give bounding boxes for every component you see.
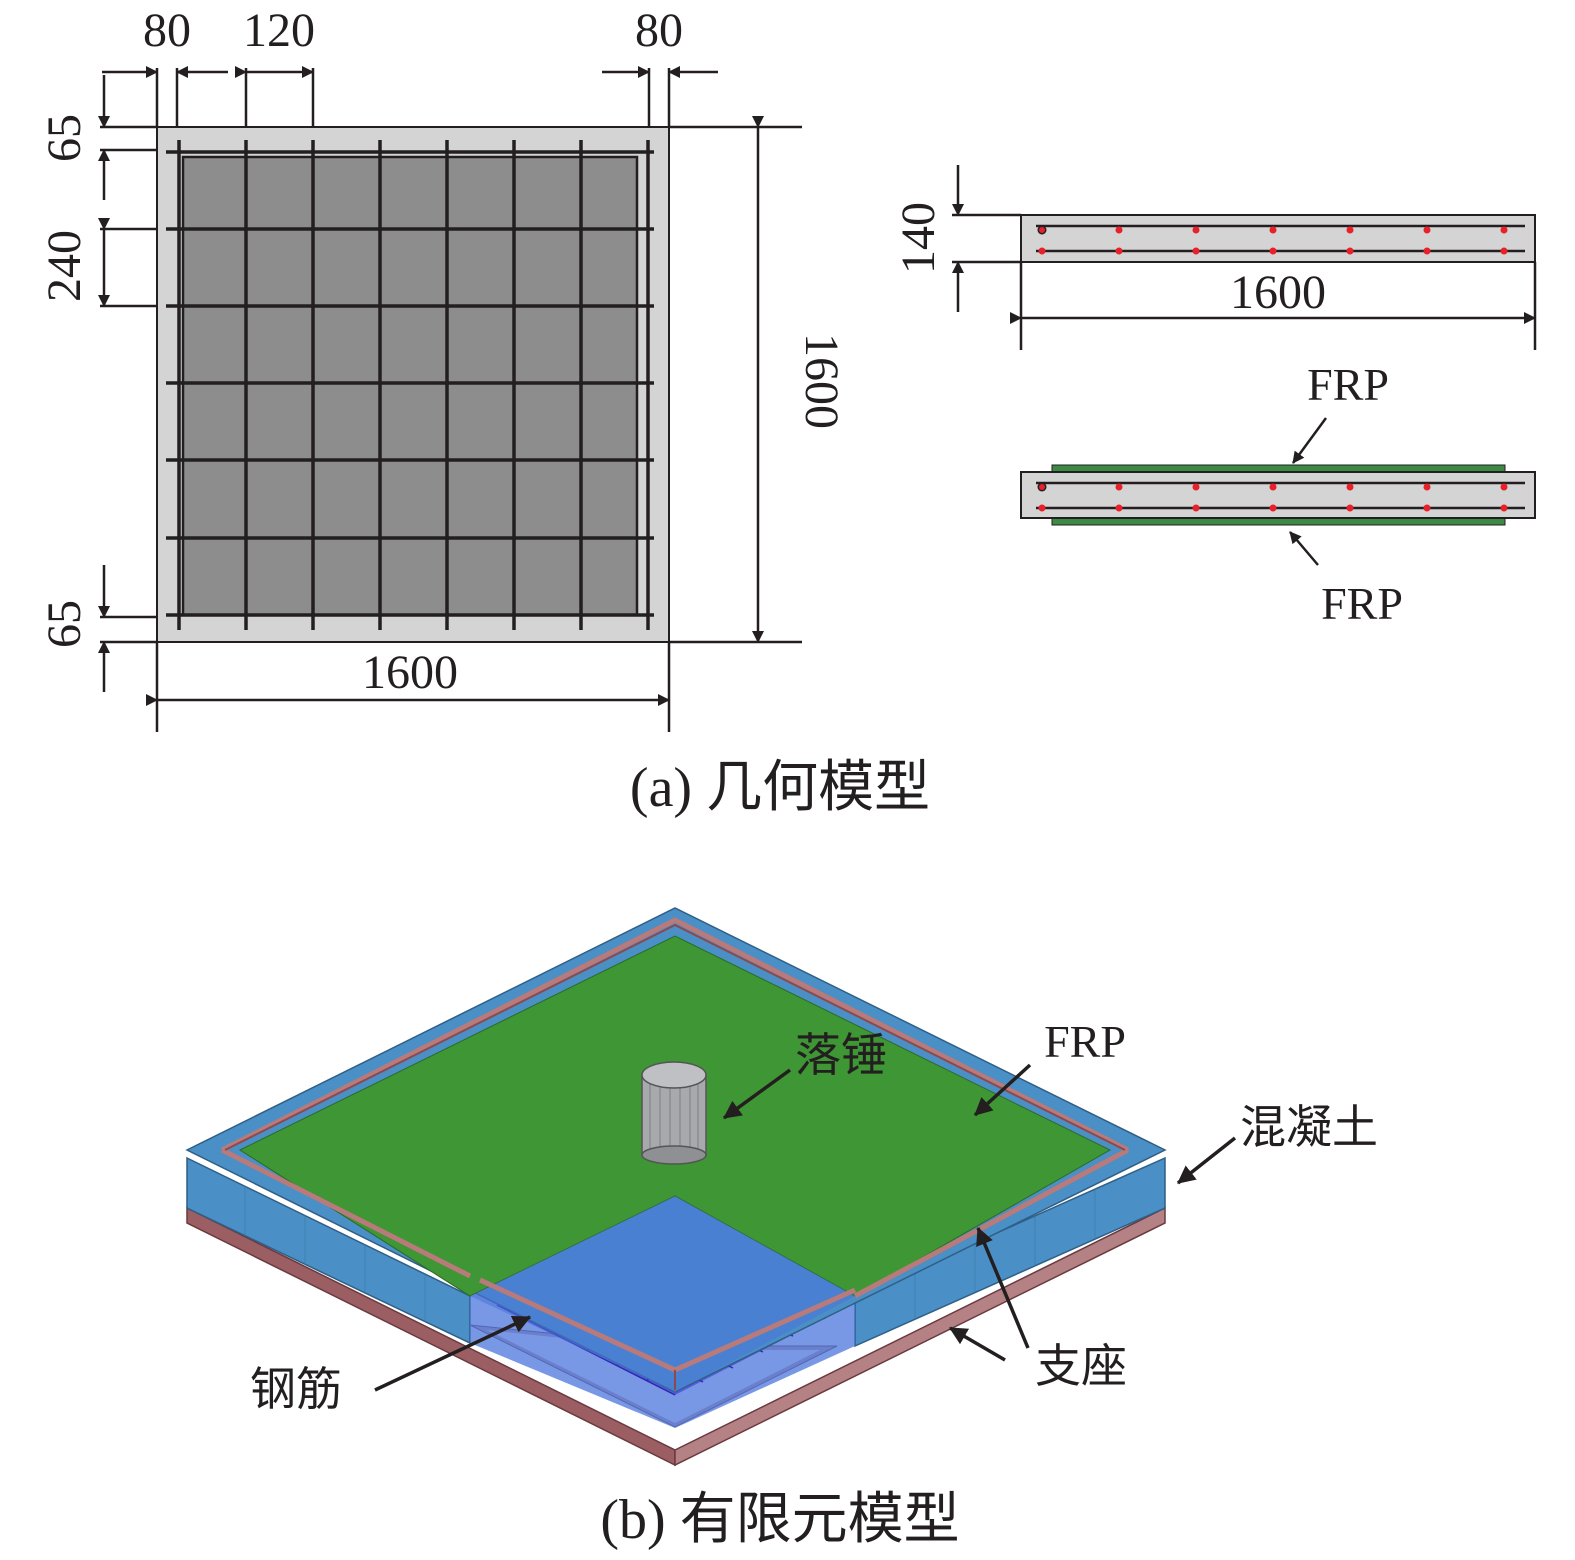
- plan-rebar-grid: [166, 140, 654, 630]
- fe-frp-cutout: [470, 1196, 855, 1392]
- plan-top-dimensions: 80 120 80: [102, 4, 718, 127]
- label-concrete: 混凝土: [1240, 1102, 1378, 1153]
- dim-top-spacing: 120: [243, 4, 315, 57]
- dim-top-right: 80: [635, 4, 683, 57]
- label-frp: FRP: [1044, 1016, 1126, 1067]
- strengthened-rebar-dots: [1037, 482, 1508, 512]
- label-support: 支座: [1035, 1341, 1127, 1392]
- dim-left-top: 65: [38, 114, 91, 162]
- label-hammer: 落锤: [795, 1030, 887, 1081]
- fe-model-view: 落锤 FRP 混凝土 钢筋 支座: [185, 907, 1378, 1467]
- dim-bottom-width: 1600: [362, 646, 458, 699]
- dim-left-spacing: 240: [38, 230, 91, 302]
- section-view: 140 1600 FRP FRP: [892, 165, 1537, 629]
- plan-left-dimensions: 65 240 65: [38, 75, 157, 692]
- frp-plate-top: [1051, 464, 1506, 473]
- caption-geometry-model: (a) 几何模型: [630, 757, 930, 819]
- plan-view: 80 120 80 65 240 65: [38, 4, 848, 732]
- fe-concrete-mesh: [244, 1186, 1096, 1322]
- frp-plate-bottom: [1051, 517, 1506, 526]
- caption-fe-model: (b) 有限元模型: [600, 1489, 959, 1551]
- fe-rebar-bars-top: [224, 923, 1126, 1390]
- dim-section-thickness: 140: [892, 202, 945, 274]
- section-rebar-dots: [1037, 225, 1508, 255]
- dim-section-length: 1600: [1230, 266, 1326, 319]
- label-rebar: 钢筋: [250, 1364, 342, 1415]
- slab-inner-area: [181, 155, 639, 617]
- strengthened-section-slab: [1020, 471, 1536, 519]
- dim-left-bottom: 65: [38, 600, 91, 648]
- section-slab: [1020, 214, 1536, 263]
- dim-right-height: 1600: [795, 333, 848, 429]
- plan-bottom-dimension: 1600: [146, 642, 671, 732]
- frp-top-label: FRP: [1307, 359, 1389, 410]
- plan-right-dimension: 1600: [669, 116, 848, 644]
- fe-drop-hammer: [641, 1061, 707, 1165]
- dim-top-left: 80: [143, 4, 191, 57]
- frp-bottom-label: FRP: [1321, 578, 1403, 629]
